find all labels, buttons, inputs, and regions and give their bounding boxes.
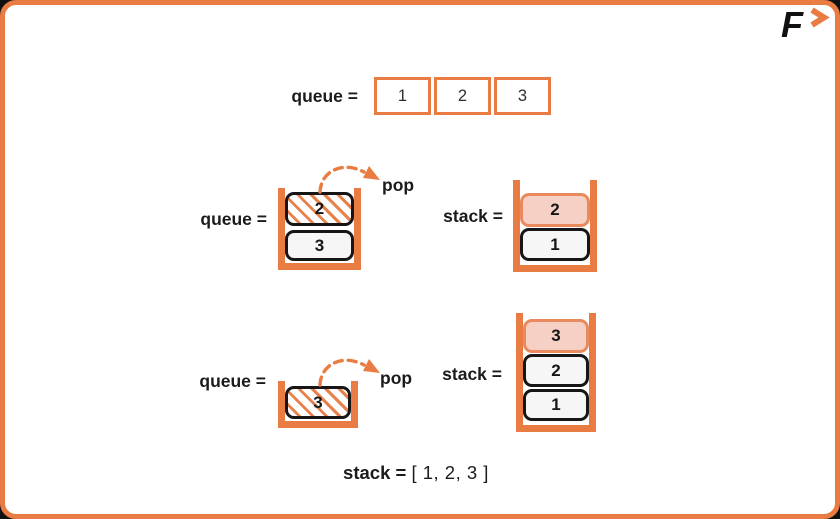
step1-stack-container: 2 1: [513, 180, 597, 272]
step1-stack-label: stack =: [443, 206, 503, 226]
step1-queue-cell: 3: [285, 230, 354, 261]
step1-pop-label: pop: [382, 175, 415, 195]
step2-queue-container: 3: [278, 381, 358, 428]
logo-letter: F: [781, 6, 804, 44]
result-caption-label: stack =: [343, 462, 407, 483]
step2-pop-label: pop: [380, 368, 413, 388]
step2-stack-cell: 1: [523, 389, 589, 421]
result-caption-value: [ 1, 2, 3 ]: [411, 462, 489, 483]
chevron-right-icon: [810, 7, 830, 28]
step1-stack-cell-top: 2: [520, 193, 590, 227]
pop-arrow-icon: [318, 165, 380, 194]
step1-queue-label: queue =: [200, 209, 267, 229]
result-caption: stack = [ 1, 2, 3 ]: [0, 462, 832, 484]
step1-queue-container: 2 3: [278, 188, 361, 270]
queue-array-cell: 3: [494, 77, 551, 115]
queue-array-cell: 2: [434, 77, 491, 115]
step2-stack-container: 3 2 1: [516, 313, 596, 432]
favtutor-logo: F: [781, 6, 830, 44]
top-queue-label: queue =: [291, 86, 358, 106]
step1-queue-cell-popping: 2: [285, 192, 354, 226]
step2-stack-cell: 2: [523, 354, 589, 387]
step2-stack-label: stack =: [442, 364, 502, 384]
step2-queue-cell-popping: 3: [285, 386, 351, 419]
pop-arrow-icon: [318, 358, 380, 387]
queue-array-cell: 1: [374, 77, 431, 115]
top-queue-array: 1 2 3: [374, 77, 551, 115]
step2-stack-cell-top: 3: [523, 319, 589, 353]
step1-stack-cell: 1: [520, 228, 590, 261]
step2-queue-label: queue =: [199, 371, 266, 391]
